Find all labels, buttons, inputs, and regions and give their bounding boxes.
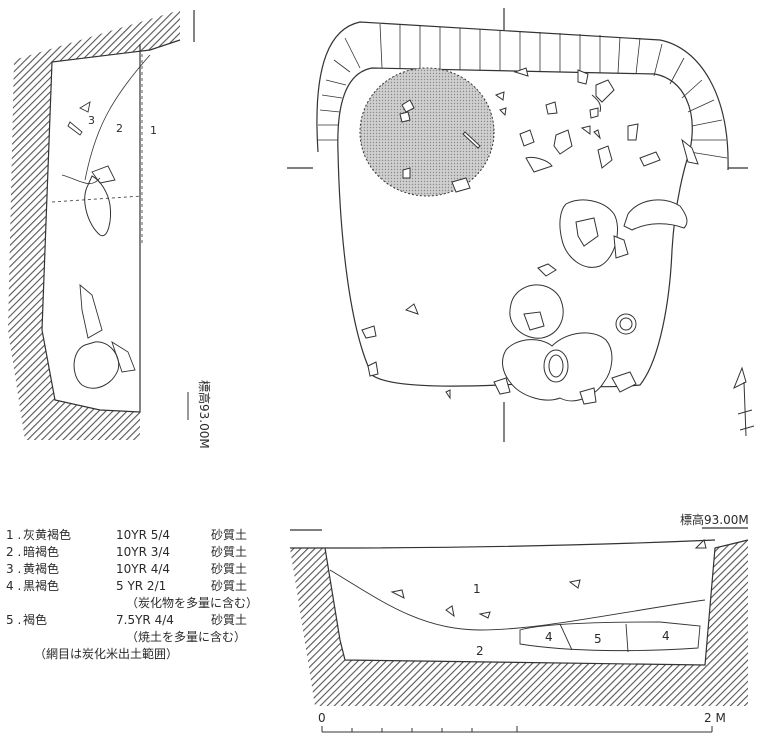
- left-section-layer-3: 3: [88, 114, 95, 127]
- section-layer-1-boundary: [329, 569, 706, 631]
- legend-munsell-code: 10YR 5/4: [116, 528, 171, 542]
- legend-soil-type: 砂質土: [211, 528, 248, 542]
- scale-bar: [321, 726, 713, 733]
- left-section-dashed-boundary: [51, 195, 143, 203]
- legend-munsell-code: 7.5YR 4/4: [116, 613, 174, 627]
- pit-outer-edge: [316, 21, 729, 171]
- legend-soil-type: 砂質土: [211, 545, 248, 559]
- section-pit-profile: [290, 539, 749, 666]
- section-layer-label-2: 2: [476, 644, 484, 658]
- legend-color-name: 黄褐色: [23, 562, 60, 576]
- section-soil-hatch: [290, 540, 748, 706]
- left-artifact: [91, 165, 116, 184]
- legend-layer-number: 1 .: [6, 528, 22, 542]
- plan-view: [287, 8, 755, 442]
- left-artifact: [79, 283, 103, 339]
- legend-munsell-code: 5 YR 2/1: [116, 579, 167, 593]
- legend-munsell-code: 10YR 4/4: [116, 562, 171, 576]
- left-artifact-pot-large: [73, 341, 120, 389]
- vessel-fragment: [623, 199, 688, 231]
- plan-artifacts: [361, 67, 699, 405]
- carbonized-rice-area: [359, 67, 495, 197]
- pit-inner-edge: [337, 67, 693, 153]
- legend-color-name: 黒褐色: [23, 579, 60, 593]
- left-artifact: [111, 340, 136, 373]
- left-section: 3 2 1: [8, 10, 195, 440]
- scale-end-label: 2 M: [704, 711, 726, 725]
- section-layer-label-1: 1: [473, 582, 481, 596]
- left-section-soil-hatch: [8, 10, 180, 440]
- vessel-large: [559, 199, 618, 268]
- legend-layer-number: 5 .: [6, 613, 22, 627]
- section-layer-label-5: 5: [594, 632, 602, 646]
- section-layer-label-4b: 4: [662, 629, 670, 643]
- section-artifacts: [390, 539, 707, 619]
- left-section-outline: [41, 39, 181, 413]
- legend-color-name: 暗褐色: [23, 545, 60, 559]
- legend-layer5-note: （焼土を多量に含む）: [126, 630, 247, 644]
- section-ground-line: [324, 539, 716, 549]
- section-layer-lens: [519, 621, 701, 652]
- legend-layer-number: 3 .: [6, 562, 22, 576]
- scale-start-label: 0: [318, 711, 326, 725]
- legend-layer-number: 2 .: [6, 545, 22, 559]
- left-artifact-pot: [84, 175, 111, 237]
- north-arrow-icon: [733, 366, 755, 437]
- left-elevation-label: 標高93.00M: [197, 380, 212, 449]
- left-section-layer-line-2: [61, 174, 101, 185]
- legend-munsell-code: 10YR 3/4: [116, 545, 171, 559]
- vessel-large: [509, 284, 564, 339]
- left-section-layer-line: [84, 54, 151, 181]
- legend-soil-type: 砂質土: [211, 579, 248, 593]
- legend-color-name: 褐色: [23, 613, 48, 627]
- section-elevation-label: 標高93.00M: [680, 512, 749, 527]
- left-section-layer-1: 1: [150, 124, 157, 137]
- left-artifact: [67, 121, 83, 136]
- left-section-layer-2: 2: [116, 122, 123, 135]
- legend-soil-type: 砂質土: [211, 613, 248, 627]
- legend-soil-type: 砂質土: [211, 562, 248, 576]
- pit-rim-ticks: [318, 23, 728, 159]
- bottom-section: [290, 527, 749, 733]
- legend-layer-number: 4 .: [6, 579, 22, 593]
- left-artifact: [79, 101, 91, 113]
- legend-layer4-note: （炭化物を多量に含む）: [126, 596, 259, 610]
- legend-color-name: 灰黄褐色: [23, 528, 72, 542]
- section-layer-label-4a: 4: [545, 630, 553, 644]
- legend-mesh-note: （網目は炭化米出土範囲）: [34, 647, 179, 661]
